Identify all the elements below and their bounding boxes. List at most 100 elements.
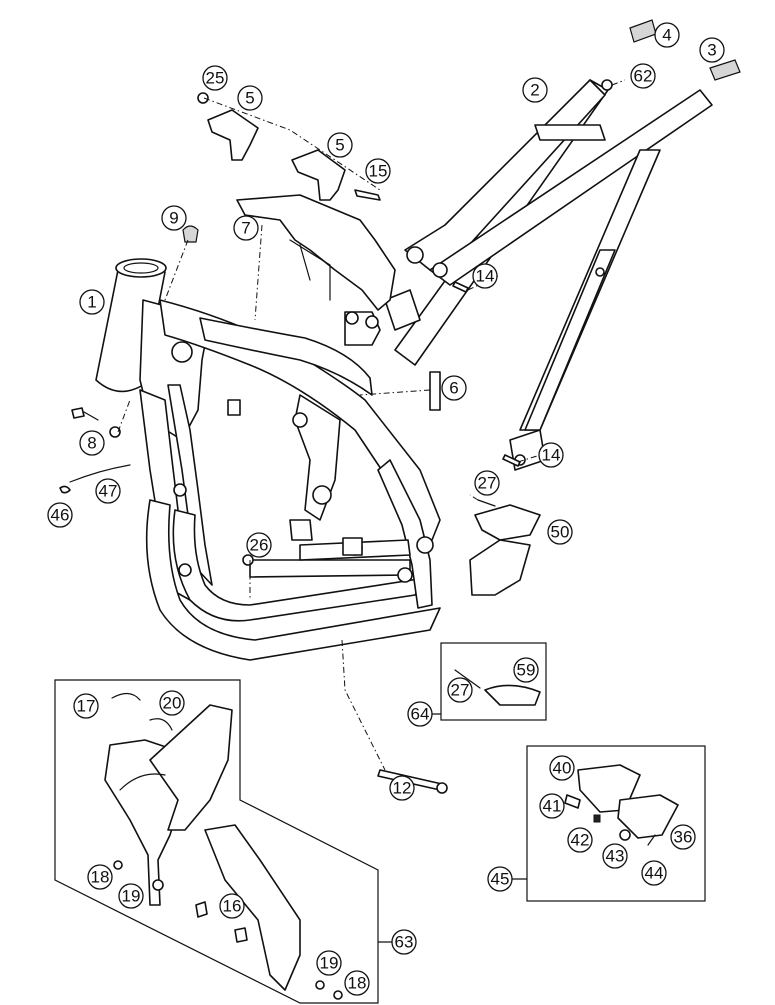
footpeg-bracket-icon <box>469 499 541 596</box>
svg-text:40: 40 <box>553 759 572 778</box>
svg-text:42: 42 <box>571 831 590 850</box>
callout-36: 36 <box>670 824 696 850</box>
end-cap-right <box>709 59 741 81</box>
svg-text:19: 19 <box>320 954 339 973</box>
svg-text:46: 46 <box>51 506 70 525</box>
svg-text:9: 9 <box>169 209 178 228</box>
footpeg-icon <box>564 764 679 846</box>
svg-text:25: 25 <box>206 69 225 88</box>
bolt-14-upper <box>452 281 469 293</box>
svg-text:62: 62 <box>634 67 653 86</box>
svg-text:18: 18 <box>91 868 110 887</box>
svg-text:45: 45 <box>491 870 510 889</box>
box-63 <box>54 679 379 1004</box>
svg-text:17: 17 <box>77 697 96 716</box>
callout-27b: 27 <box>447 677 473 703</box>
svg-text:43: 43 <box>606 847 625 866</box>
callout-5b: 5 <box>327 132 353 158</box>
callout-46: 46 <box>47 502 73 528</box>
svg-text:8: 8 <box>87 434 96 453</box>
svg-text:19: 19 <box>122 887 141 906</box>
svg-text:59: 59 <box>517 661 536 680</box>
frame-guard-icon <box>104 692 343 1000</box>
svg-text:41: 41 <box>543 797 562 816</box>
end-cap-left <box>629 19 657 43</box>
callout-1: 1 <box>79 289 105 315</box>
hose-47 <box>69 464 131 483</box>
svg-text:14: 14 <box>476 267 495 286</box>
svg-text:5: 5 <box>335 136 344 155</box>
callout-12: 12 <box>389 775 415 801</box>
callout-25: 25 <box>202 65 228 91</box>
plug-9 <box>182 225 199 243</box>
callout-62: 62 <box>630 63 656 89</box>
callout-19b: 19 <box>316 950 342 976</box>
svg-text:20: 20 <box>163 694 182 713</box>
callout-64: 64 <box>407 701 433 727</box>
callout-2: 2 <box>522 77 548 103</box>
callout-47: 47 <box>95 478 121 504</box>
main-frame-icon <box>95 258 441 661</box>
bolt-25 <box>197 92 209 104</box>
callout-3: 3 <box>699 37 725 63</box>
svg-text:5: 5 <box>245 89 254 108</box>
callout-14a: 14 <box>472 263 498 289</box>
callout-63: 63 <box>391 929 417 955</box>
svg-text:18: 18 <box>348 974 367 993</box>
svg-text:26: 26 <box>250 536 269 555</box>
callout-44: 44 <box>641 860 667 886</box>
bolt-62 <box>601 79 613 91</box>
callout-43: 43 <box>602 843 628 869</box>
callout-15: 15 <box>365 158 391 184</box>
callout-16: 16 <box>219 893 245 919</box>
bolt-26 <box>242 554 254 566</box>
callout-8: 8 <box>79 430 105 456</box>
callout-59: 59 <box>513 657 539 683</box>
callout-4: 4 <box>654 22 680 48</box>
callout-50: 50 <box>547 519 573 545</box>
svg-text:64: 64 <box>411 705 430 724</box>
callout-40: 40 <box>549 755 575 781</box>
bolt-8-set <box>71 407 121 438</box>
svg-text:6: 6 <box>449 379 458 398</box>
subframe-icon <box>384 79 713 471</box>
svg-text:15: 15 <box>369 162 388 181</box>
svg-text:7: 7 <box>241 219 250 238</box>
callout-9: 9 <box>161 205 187 231</box>
callout-45: 45 <box>487 866 513 892</box>
svg-text:12: 12 <box>393 779 412 798</box>
callout-42: 42 <box>567 827 593 853</box>
callout-18b: 18 <box>344 970 370 996</box>
svg-text:47: 47 <box>99 482 118 501</box>
svg-text:27: 27 <box>451 681 470 700</box>
svg-text:2: 2 <box>530 81 539 100</box>
callout-6: 6 <box>441 375 467 401</box>
box-45 <box>526 745 706 902</box>
svg-text:44: 44 <box>645 864 664 883</box>
callout-18a: 18 <box>87 864 113 890</box>
callout-20: 20 <box>159 690 185 716</box>
svg-text:50: 50 <box>551 523 570 542</box>
svg-text:14: 14 <box>542 446 561 465</box>
callout-17: 17 <box>73 693 99 719</box>
svg-text:4: 4 <box>662 26 671 45</box>
callout-14b: 14 <box>538 442 564 468</box>
svg-text:3: 3 <box>707 41 716 60</box>
callout-5a: 5 <box>237 85 263 111</box>
svg-text:27: 27 <box>478 474 497 493</box>
clip-46 <box>59 485 71 494</box>
svg-text:36: 36 <box>674 828 693 847</box>
callout-26: 26 <box>246 532 272 558</box>
svg-text:1: 1 <box>87 293 96 312</box>
bolt-15 <box>354 189 381 201</box>
box-64 <box>440 642 547 721</box>
tank-bracket-icon <box>236 194 396 311</box>
svg-text:63: 63 <box>395 933 414 952</box>
bracket-upper <box>207 109 259 161</box>
callout-7: 7 <box>233 215 259 241</box>
bracket-lower <box>291 149 346 201</box>
svg-text:16: 16 <box>223 897 242 916</box>
chain-guide-icon <box>454 669 541 706</box>
bolt-14-lower <box>502 454 521 467</box>
